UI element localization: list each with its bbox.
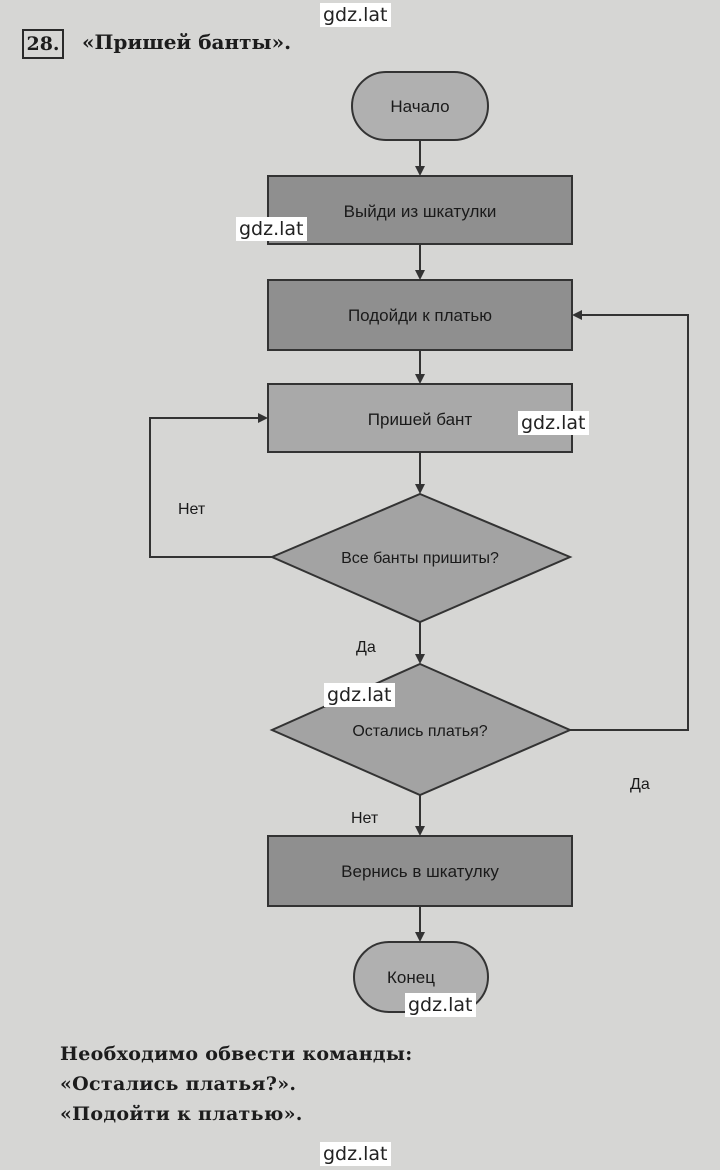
decision-dresses-left-label: Остались платья? (352, 723, 487, 740)
step-return-to-box-label: Вернись в шкатулку (341, 862, 499, 881)
watermark-3: gdz.lat (324, 683, 395, 707)
watermark-2: gdz.lat (518, 411, 589, 435)
label-yes-bows: Да (356, 639, 376, 656)
step-go-to-dress-label: Подойди к платью (348, 306, 492, 325)
start-terminal (351, 71, 489, 141)
decision-dresses-left (269, 662, 573, 797)
decision-all-bows-sewn (269, 492, 573, 624)
loop-arrow-yes-dresses (570, 310, 689, 731)
label-no-dresses: Нет (351, 810, 379, 827)
end-label: Конец (387, 968, 435, 987)
start-label: Начало (390, 97, 449, 116)
note-line-2: «Остались платья?». (60, 1073, 297, 1095)
step-exit-box (267, 175, 573, 245)
watermark-top: gdz.lat (320, 3, 391, 27)
task-title: «Пришей банты». (82, 30, 292, 54)
label-yes-dresses: Да (630, 776, 650, 793)
step-go-to-dress (267, 279, 573, 351)
watermark-1: gdz.lat (236, 217, 307, 241)
watermark-4: gdz.lat (405, 993, 476, 1017)
watermark-bottom: gdz.lat (320, 1142, 391, 1166)
loop-arrow-no-bows (149, 413, 272, 558)
decision-all-bows-sewn-label: Все банты пришиты? (341, 550, 499, 567)
step-return-to-box (267, 835, 573, 907)
note-line-3: «Подойти к платью». (60, 1103, 303, 1125)
task-number: 28. (22, 29, 64, 59)
label-no-bows: Нет (178, 501, 206, 518)
step-sew-bow-label: Пришей бант (368, 410, 473, 429)
step-exit-box-label: Выйди из шкатулки (344, 202, 497, 221)
flowchart: Начало Выйди из шкатулки Подойди к плать… (149, 71, 689, 1013)
note-line-1: Необходимо обвести команды: (60, 1043, 413, 1065)
